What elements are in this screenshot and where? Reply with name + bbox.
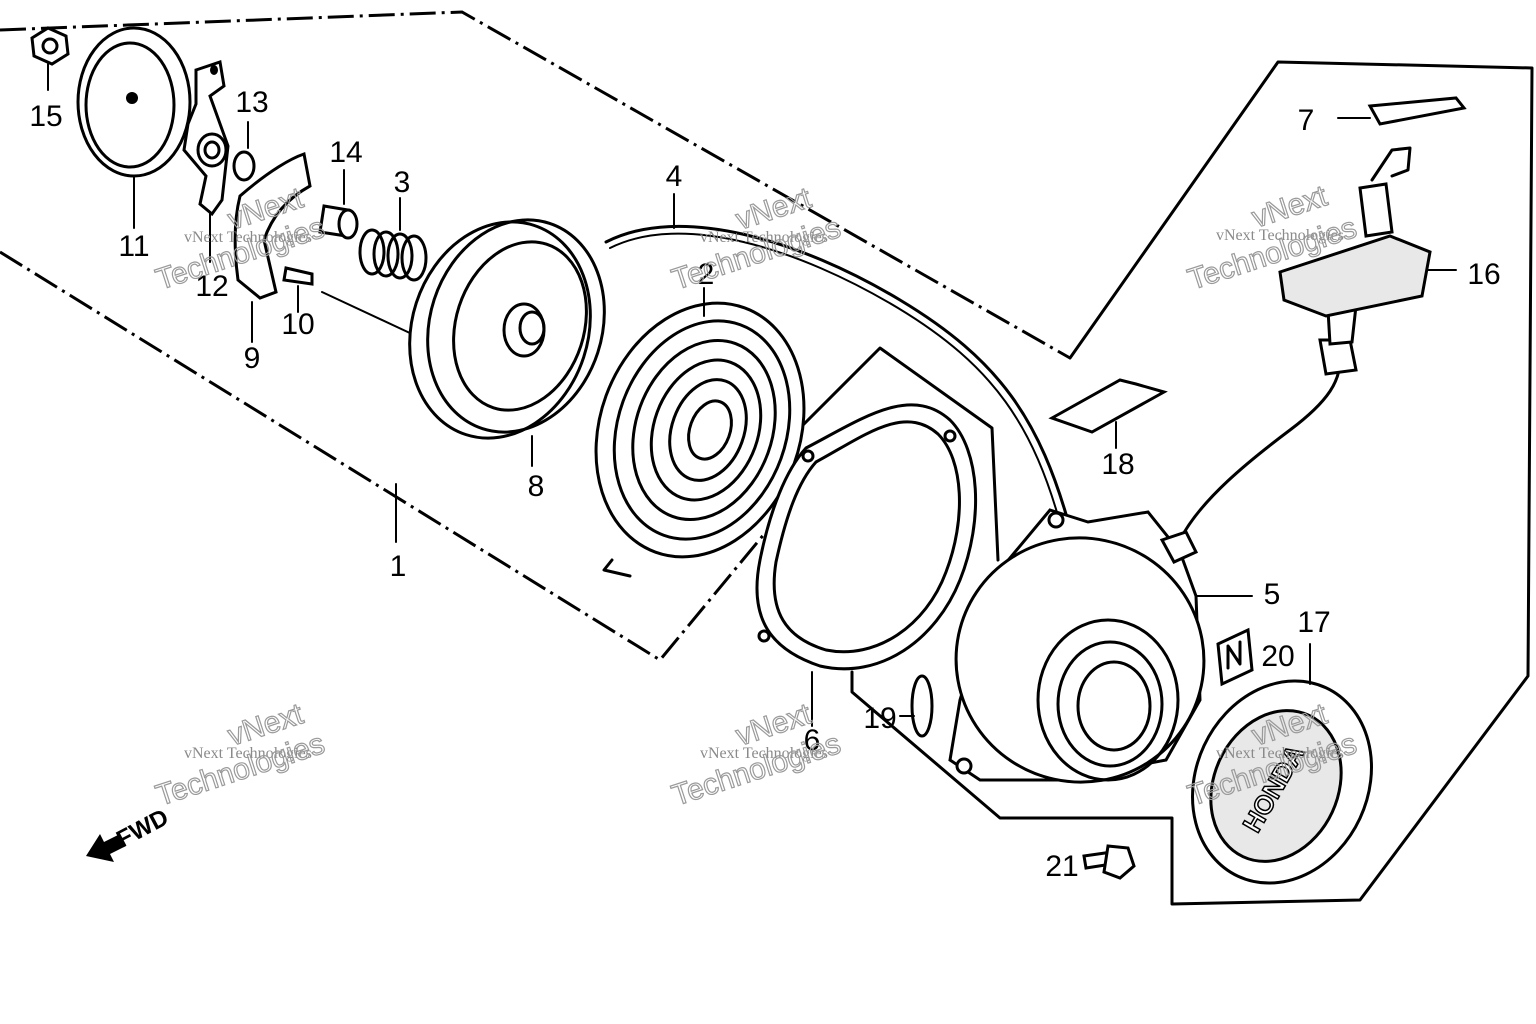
callout-20: 20 [1261,640,1294,673]
callout-10: 10 [281,308,314,341]
part-7-label [1337,96,1467,126]
callout-8: 8 [528,470,545,503]
part-17-cover: HONDA [1191,643,1373,885]
callout-15: 15 [29,100,62,133]
part-12-ratchet-guide [182,60,230,263]
callout-21: 21 [1045,850,1078,883]
callout-1: 1 [390,550,407,583]
watermark-5: vNext vNext Technologies Technologies [667,697,845,813]
part-14-collar [318,169,359,240]
part-21-bolt [1082,844,1136,880]
part-5-starter-case [948,508,1253,784]
part-15-nut [30,26,70,91]
callout-19: 19 [863,702,896,735]
callout-4: 4 [666,160,683,193]
callout-9: 9 [244,342,261,375]
part-19-label [899,674,934,738]
callout-2: 2 [698,258,715,291]
watermark-4: vNext vNext Technologies Technologies [151,697,329,813]
assembly-outline-right [850,60,1534,906]
gasket-outline [788,346,1000,562]
svg-text:vNext Technologies: vNext Technologies [184,229,312,246]
part-9-ratchet [233,152,312,343]
part-6-gasket [755,403,978,727]
callout-3: 3 [394,166,411,199]
callout-5: 5 [1264,578,1281,611]
svg-text:vNext Technologies: vNext Technologies [184,745,312,762]
part-8-reel [408,218,606,467]
part-10-pin [282,266,314,313]
part-16-starter-grip [1159,146,1457,564]
part-20-emblem [1216,627,1254,687]
callout-11: 11 [118,230,149,263]
svg-text:vNext Technologies: vNext Technologies [700,229,828,246]
svg-text:vNext Technologies: vNext Technologies [1216,227,1344,244]
svg-text:vNext Technologies: vNext Technologies [1216,745,1344,762]
fwd-direction-arrow: FWD [86,804,173,862]
part-18-label [1048,378,1168,449]
part-11-friction-plate [76,26,192,229]
part-13-ring [232,121,256,182]
callout-12: 12 [195,270,228,303]
watermark-2: vNext vNext Technologies Technologies [667,181,845,297]
callout-labels: 1 2 3 4 5 6 7 8 9 10 11 12 13 14 15 16 1… [29,86,1500,883]
callout-18: 18 [1101,448,1134,481]
callout-6: 6 [804,724,821,757]
callout-14: 14 [329,136,362,169]
svg-text:vNext Technologies: vNext Technologies [700,745,828,762]
part-4-starter-rope [604,193,1072,531]
part-3-spring [358,197,428,282]
callout-7: 7 [1298,104,1315,137]
callout-13: 13 [235,86,268,119]
callout-17: 17 [1297,606,1330,639]
callout-16: 16 [1467,258,1500,291]
